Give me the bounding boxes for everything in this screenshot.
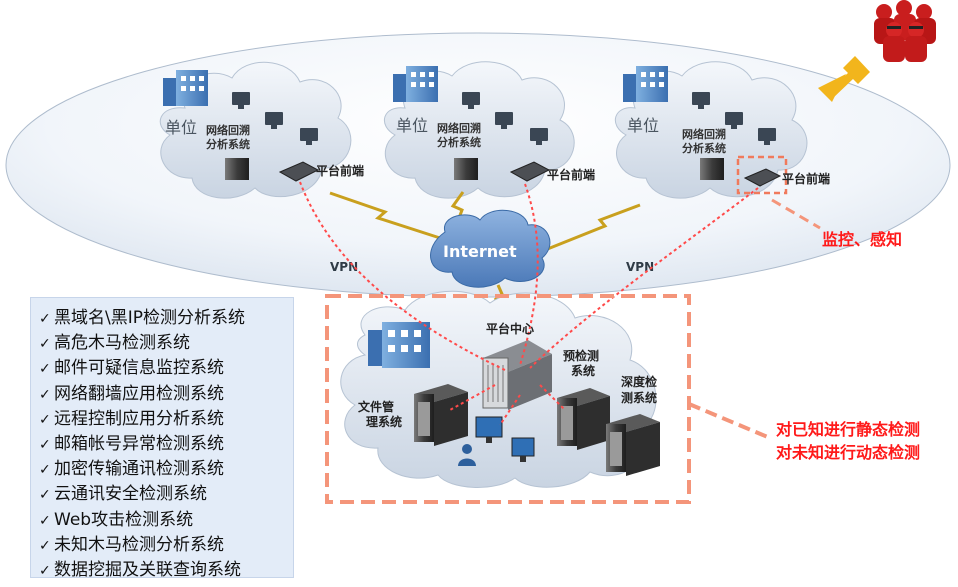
system-name: Web攻击检测系统 [54, 509, 194, 530]
system-name: 网络翻墙应用检测系统 [54, 383, 224, 404]
list-item: ✓网络翻墙应用检测系统 [39, 382, 293, 407]
front-end-label: 平台前端 [316, 163, 364, 178]
analysis-server-icon [225, 158, 724, 180]
file-mgmt-label: 理系统 [366, 414, 402, 429]
deep-server-icon [606, 414, 660, 476]
list-item: ✓黑域名\黑IP检测分析系统 [39, 306, 293, 331]
deep-check-label: 深度检 [621, 374, 657, 389]
system-name: 黑域名\黑IP检测分析系统 [54, 308, 245, 328]
analysis-system-label: 分析系统 [682, 141, 726, 155]
file-server-icon [414, 384, 468, 446]
precheck-label: 系统 [571, 363, 595, 378]
list-item: ✓邮件可疑信息监控系统 [39, 356, 293, 381]
monitor-point-highlight [736, 155, 788, 195]
system-name: 邮箱帐号异常检测系统 [54, 434, 224, 455]
check-icon: ✓ [39, 537, 51, 554]
front-end-label: 平台前端 [782, 171, 830, 186]
precheck-server-icon [557, 388, 610, 450]
vpn-label-left: VPN [330, 260, 358, 274]
detection-systems-list: ✓黑域名\黑IP检测分析系统 ✓高危木马检测系统 ✓邮件可疑信息监控系统 ✓网络… [30, 297, 294, 580]
analysis-system-label: 网络回溯 [437, 121, 481, 135]
list-item: ✓高危木马检测系统 [39, 331, 293, 356]
platform-center-label: 平台中心 [486, 321, 534, 336]
check-icon: ✓ [39, 487, 51, 504]
attack-arrow-icon [818, 56, 870, 102]
user-icon [458, 444, 476, 466]
unit-label: 单位 [165, 118, 197, 137]
check-icon: ✓ [39, 512, 51, 529]
analysis-system-label: 分析系统 [206, 137, 250, 151]
workstation-icon [475, 416, 535, 462]
check-icon: ✓ [39, 336, 51, 353]
system-name: 未知木马检测分析系统 [54, 534, 224, 555]
check-icon: ✓ [39, 311, 51, 327]
system-name: 邮件可疑信息监控系统 [54, 358, 224, 379]
vpn-dashed-links [299, 181, 759, 426]
workstation-icon [462, 92, 548, 145]
list-item: ✓邮箱帐号异常检测系统 [39, 432, 293, 457]
list-item: ✓未知木马检测分析系统 [39, 533, 293, 558]
check-icon: ✓ [39, 411, 51, 428]
precheck-label: 预检测 [563, 348, 599, 363]
system-name: 远程控制应用分析系统 [54, 408, 224, 429]
building-icon [393, 66, 438, 102]
building-icon [163, 70, 208, 106]
check-icon: ✓ [39, 361, 51, 378]
system-name: 加密传输通讯检测系统 [54, 459, 224, 480]
internet-cloud [430, 209, 551, 288]
analysis-system-label: 网络回溯 [682, 127, 726, 141]
vpn-label-right: VPN [626, 260, 654, 274]
building-icon [368, 322, 430, 368]
check-icon: ✓ [39, 437, 51, 454]
internet-label: Internet [443, 242, 517, 261]
unit-label: 单位 [396, 116, 428, 135]
unit-label: 单位 [627, 116, 659, 135]
analysis-system-label: 网络回溯 [206, 123, 250, 137]
check-icon: ✓ [39, 563, 51, 580]
system-name: 高危木马检测系统 [54, 333, 190, 354]
system-name: 云通讯安全检测系统 [54, 484, 207, 505]
monitor-connector [771, 198, 821, 230]
attacker-icon [874, 0, 936, 62]
workstation-icon [692, 92, 776, 145]
dynamic-detection-label: 对未知进行动态检测 [776, 443, 920, 462]
check-icon: ✓ [39, 462, 51, 479]
static-detection-label: 对已知进行静态检测 [776, 420, 920, 439]
deep-check-label: 测系统 [621, 390, 657, 405]
monitor-sense-label: 监控、感知 [822, 230, 902, 249]
analysis-system-label: 分析系统 [437, 135, 481, 149]
check-icon: ✓ [39, 386, 51, 403]
platform-center-frame [325, 294, 691, 504]
front-end-label: 平台前端 [547, 167, 595, 182]
system-name: 数据挖掘及关联查询系统 [54, 560, 241, 581]
workstation-icon [232, 92, 318, 145]
list-item: ✓数据挖掘及关联查询系统 [39, 558, 293, 583]
list-item: ✓加密传输通讯检测系统 [39, 457, 293, 482]
detection-connector [688, 402, 771, 440]
list-item: ✓Web攻击检测系统 [39, 508, 293, 533]
file-mgmt-label: 文件管 [358, 399, 394, 414]
list-item: ✓远程控制应用分析系统 [39, 407, 293, 432]
building-icon [623, 66, 668, 102]
list-item: ✓云通讯安全检测系统 [39, 482, 293, 507]
front-end-appliance-icon [278, 161, 782, 187]
